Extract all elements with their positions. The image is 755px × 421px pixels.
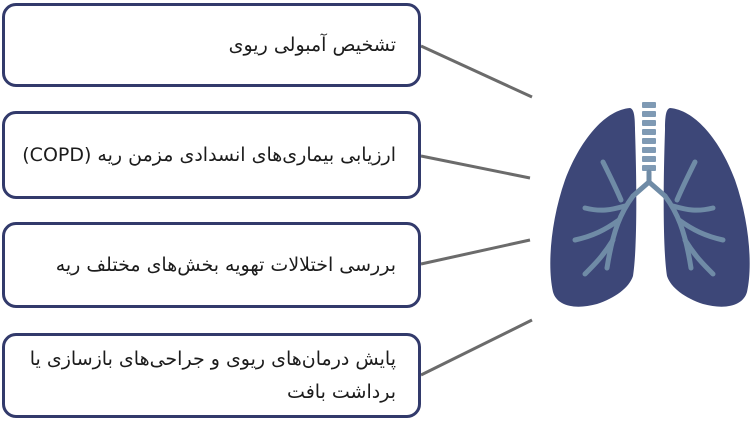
trachea — [642, 102, 656, 171]
item-text-3: بررسی اختلالات تهویه بخش‌های مختلف ریه — [55, 253, 396, 276]
item-box-treatment-monitoring: پایش درمان‌های ریوی و جراحی‌های بازسازی … — [2, 333, 421, 418]
connector-line-2 — [420, 154, 531, 180]
item-box-pulmonary-embolism: تشخیص آمبولی ریوی — [2, 3, 421, 87]
lungs-icon — [550, 102, 750, 307]
item-text-4: پایش درمان‌های ریوی و جراحی‌های بازسازی … — [29, 347, 396, 403]
item-text-2: ارزیابی بیماری‌های انسدادی مزمن ریه (COP… — [22, 143, 396, 166]
item-box-copd: ارزیابی بیماری‌های انسدادی مزمن ریه (COP… — [2, 111, 421, 199]
connector-line-4 — [420, 318, 533, 377]
item-text-1: تشخیص آمبولی ریوی — [228, 33, 396, 56]
connector-line-1 — [420, 44, 533, 99]
connector-line-3 — [420, 238, 531, 266]
bronchi — [572, 159, 726, 277]
item-box-ventilation: بررسی اختلالات تهویه بخش‌های مختلف ریه — [2, 222, 421, 308]
